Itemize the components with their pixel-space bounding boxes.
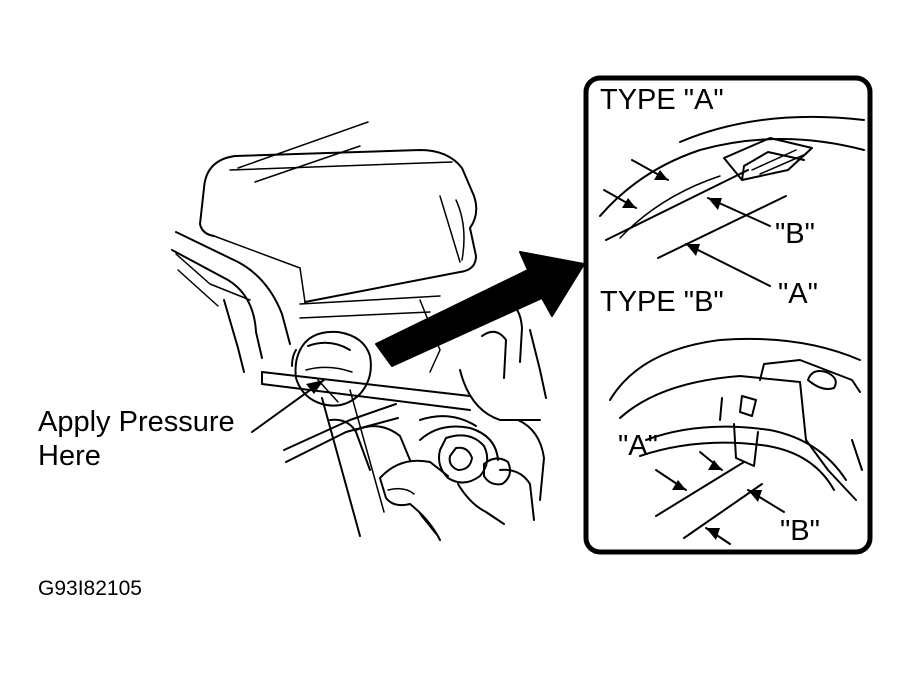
type-b-mark-b: "B" — [780, 515, 820, 547]
detail-inset-frame — [583, 75, 873, 555]
type-a-heading: TYPE "A" — [600, 84, 724, 116]
type-b-heading: TYPE "B" — [600, 286, 724, 318]
apply-pressure-label: Apply Pressure Here — [38, 405, 235, 473]
type-b-mark-a: "A" — [618, 430, 658, 462]
type-a-mark-a: "A" — [778, 278, 818, 310]
type-a-mark-b: "B" — [775, 218, 815, 250]
figure-id: G93I82105 — [38, 577, 142, 600]
apply-pressure-line2: Here — [38, 440, 101, 472]
apply-pressure-line1: Apply Pressure — [38, 406, 235, 438]
type-a-detail — [599, 115, 865, 287]
engine-illustration — [171, 121, 585, 541]
type-b-detail — [609, 337, 863, 545]
